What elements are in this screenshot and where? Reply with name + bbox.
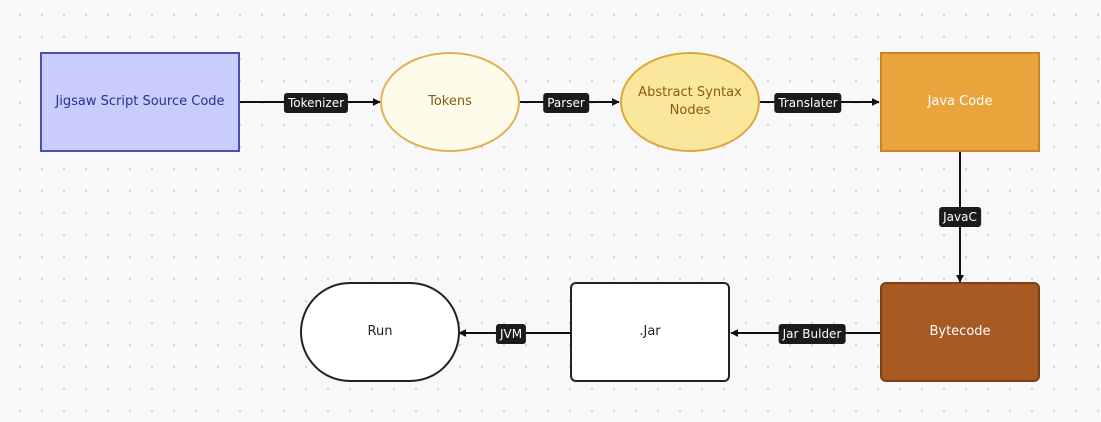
node-tokens-label: Tokens bbox=[428, 94, 472, 109]
node-jar-label: .Jar bbox=[639, 324, 661, 339]
node-abstract-syntax-nodes[interactable]: Abstract Syntax Nodes bbox=[620, 52, 760, 152]
node-bytecode-label: Bytecode bbox=[929, 324, 991, 339]
node-source-code-label: Jigsaw Script Source Code bbox=[55, 94, 225, 109]
node-jar[interactable]: .Jar bbox=[570, 282, 730, 382]
edge-label-jvm[interactable]: JVM bbox=[495, 324, 527, 344]
node-abstract-syntax-nodes-label: Abstract Syntax Nodes bbox=[638, 85, 742, 118]
edge-label-tokenizer[interactable]: Tokenizer bbox=[283, 93, 349, 113]
node-java-code[interactable]: Java Code bbox=[880, 52, 1040, 152]
edge-label-javac[interactable]: JavaC bbox=[939, 207, 981, 227]
node-run[interactable]: Run bbox=[300, 282, 460, 382]
edge-label-parser[interactable]: Parser bbox=[543, 93, 589, 113]
node-tokens[interactable]: Tokens bbox=[380, 52, 520, 152]
node-source-code[interactable]: Jigsaw Script Source Code bbox=[40, 52, 240, 152]
edge-label-jar-bulder[interactable]: Jar Bulder bbox=[778, 324, 846, 344]
node-java-code-label: Java Code bbox=[927, 94, 993, 109]
edge-label-translater[interactable]: Translater bbox=[774, 93, 842, 113]
node-bytecode[interactable]: Bytecode bbox=[880, 282, 1040, 382]
node-run-label: Run bbox=[367, 324, 393, 339]
